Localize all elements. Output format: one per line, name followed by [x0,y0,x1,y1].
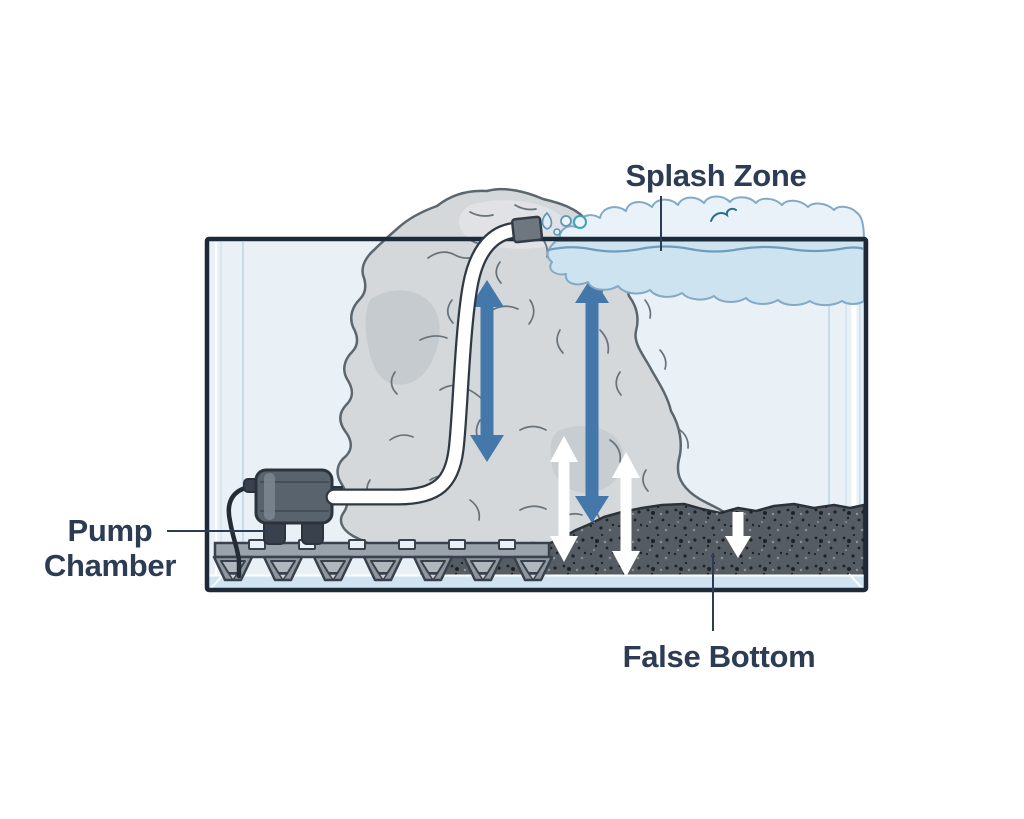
water-flow-arrows-white [550,436,751,577]
pump-tube [325,221,526,506]
water-surface-line [547,245,865,253]
false-bottom-label: False Bottom [519,639,919,674]
corner-miter-right [848,573,863,589]
pump-chamber-label: Pump Chamber [10,513,210,583]
foam-band [546,240,865,307]
white-double-arrow-2 [612,452,640,577]
floor-water-strip [209,576,864,589]
splash-zone-label-text: Splash Zone [625,158,807,193]
pump-chamber-label-line2: Chamber [43,548,177,583]
tube-inner [327,223,524,504]
grid-leg [462,555,504,582]
rock-shade-patch-1 [365,290,440,385]
grid-leg [412,555,454,582]
pump-power-cable [226,484,253,579]
water-flow-arrows-blue [470,276,609,523]
rock-structure [336,187,740,554]
white-down-arrow [725,512,751,558]
wave-curl [710,207,737,222]
blue-double-arrow-2 [575,276,609,523]
splash-zone-label: Splash Zone [516,158,916,193]
blue-double-arrow-1 [470,280,504,462]
water-droplet-1 [541,211,553,230]
pump-highlight-band [264,473,275,520]
corner-miter-left [210,573,225,589]
bubble-2 [573,215,587,229]
pump-chamber-label-line1: Pump [67,513,153,548]
grid-leg [512,555,554,582]
splash-foam [541,195,865,307]
grid-leg [362,555,404,582]
false-bottom-label-text: False Bottom [622,639,816,674]
grid-leg [312,555,354,582]
leader-lines [167,196,714,631]
grid-leg [262,555,304,582]
water-droplet-2 [553,228,561,236]
spray-nozzle [510,215,544,244]
false-bottom-grid [212,539,554,582]
white-double-arrow-1 [550,436,578,562]
bubble-1 [560,215,572,227]
